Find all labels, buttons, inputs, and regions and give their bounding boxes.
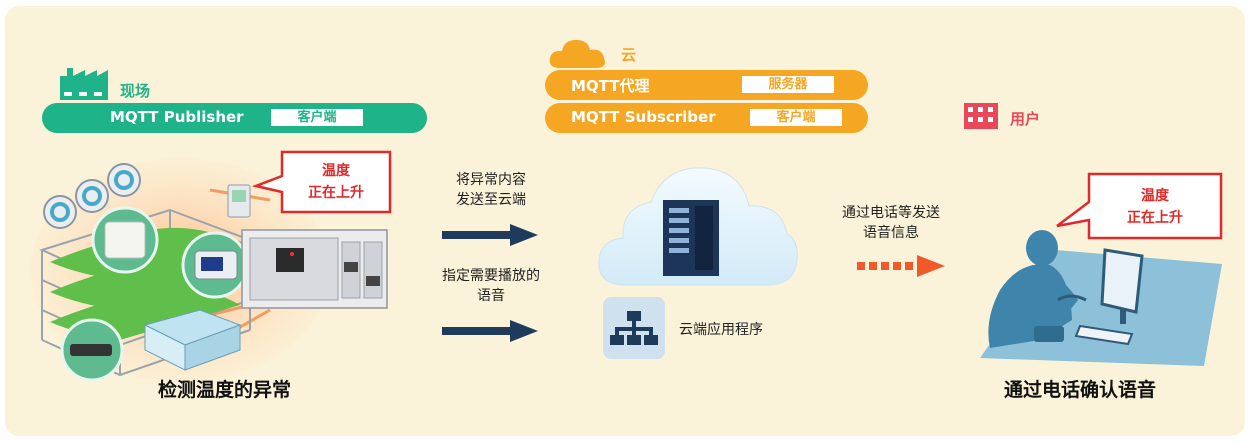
cloud-app-label: 云端应用程序 — [679, 322, 763, 338]
mqtt-publisher-bar: MQTT Publisher 客户端 — [42, 103, 427, 133]
dashed-arrow-icon — [857, 255, 945, 277]
flow-to-user-line1: 通过电话等发送 — [842, 205, 940, 221]
subscriber-client-tag: 客户端 — [750, 109, 842, 126]
greenhouse-illustration — [30, 158, 388, 382]
cloud-icon — [549, 40, 605, 68]
broker-server-tag: 服务器 — [742, 76, 834, 93]
alert-line1: 温度 — [322, 163, 350, 179]
flow-to-user-line2: 语音信息 — [863, 225, 919, 241]
user-caption: 通过电话确认语音 — [1004, 379, 1157, 401]
site-label: 现场 — [120, 82, 151, 100]
flow-voice-line1: 指定需要播放的 — [442, 268, 540, 284]
alert-text-left: 温度 正在上升 — [282, 160, 390, 204]
cloud-server-illustration — [598, 167, 798, 286]
mqtt-subscriber-bar: MQTT Subscriber 客户端 — [545, 103, 868, 133]
network-icon — [603, 297, 665, 359]
subscriber-label: MQTT Subscriber — [571, 108, 716, 126]
site-caption: 检测温度的异常 — [158, 379, 292, 401]
flow-to-user-label: 通过电话等发送 语音信息 — [826, 203, 956, 243]
cloud-label: 云 — [621, 46, 637, 64]
user-phone-illustration — [980, 230, 1222, 366]
alert-line2-right: 正在上升 — [1127, 210, 1183, 226]
alert-bubble-left — [252, 150, 392, 214]
server-icon — [663, 200, 719, 276]
plc-icon — [241, 229, 388, 309]
factory-icon — [60, 68, 108, 100]
fan-icons — [43, 163, 141, 229]
publisher-client-tag: 客户端 — [271, 109, 363, 126]
flow-voice-line2: 语音 — [477, 288, 505, 304]
alert-bubble-right — [1056, 172, 1223, 240]
flow-to-cloud-line1: 将异常内容 — [456, 172, 526, 188]
building-icon — [964, 103, 998, 129]
broker-label: MQTT代理 — [571, 77, 650, 95]
flow-voice-label: 指定需要播放的 语音 — [420, 266, 562, 306]
arrow-voice-icon — [442, 320, 538, 342]
flow-to-cloud-label: 将异常内容 发送至云端 — [432, 170, 550, 210]
mqtt-broker-bar: MQTT代理 服务器 — [545, 70, 868, 100]
publisher-label: MQTT Publisher — [110, 108, 244, 126]
alert-line1-right: 温度 — [1141, 188, 1169, 204]
arrow-to-cloud-icon — [442, 224, 538, 246]
alert-line2: 正在上升 — [308, 185, 364, 201]
user-label: 用户 — [1010, 110, 1041, 128]
flow-to-cloud-line2: 发送至云端 — [456, 192, 526, 208]
alert-text-right: 温度 正在上升 — [1090, 185, 1220, 229]
